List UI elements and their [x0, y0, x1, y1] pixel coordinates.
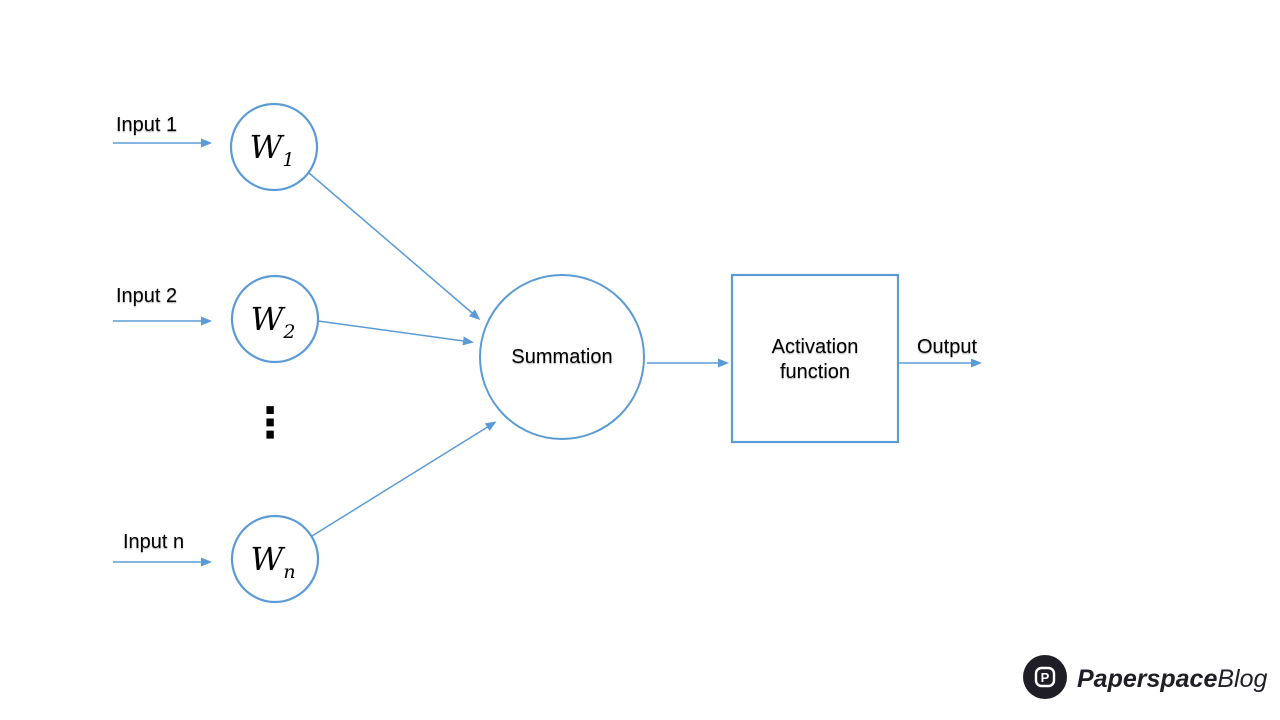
input-1-label: Input 1 [116, 114, 177, 136]
activation-label-line2: function [780, 361, 850, 383]
weight-node-w2 [230, 274, 320, 364]
weight-w1-sub: 1 [282, 149, 294, 171]
connector-w1-summation [308, 172, 481, 320]
weight-w2-base: W [251, 300, 287, 338]
weight-wn-base: W [250, 540, 286, 578]
vertical-ellipsis: ⋮ [249, 398, 291, 447]
paperspace-logo-rounded-square [1034, 666, 1056, 688]
weight-wn-sub: n [283, 561, 295, 583]
summation-circle [479, 274, 645, 440]
connector-w2-summation [317, 320, 474, 346]
output-label: Output [917, 336, 977, 358]
weight-label-w1: W1 [250, 128, 295, 171]
weight-label-wn: Wn [250, 540, 295, 583]
output-group: Output [898, 336, 982, 368]
paperspace-logo-letter: P [1041, 670, 1050, 685]
brand-name-secondary: Blog [1217, 665, 1267, 693]
input-row-2: Input 2 W2 [113, 274, 320, 364]
weight-node-wn [230, 514, 320, 604]
input-row-1: Input 1 W1 [113, 102, 319, 192]
weight-w2-sub: 2 [282, 321, 295, 343]
brand-name-primary: Paperspace [1077, 665, 1217, 693]
activation-label-line1: Activation [772, 336, 859, 358]
weight-node-w1 [229, 102, 319, 192]
summation-node: Summation [479, 274, 645, 440]
input-2-label: Input 2 [116, 285, 177, 307]
paperspace-blog-logo: P PaperspaceBlog [1023, 655, 1268, 699]
input-row-n: Input n Wn [113, 514, 320, 604]
weight-label-w2: W2 [251, 300, 296, 343]
input-n-label: Input n [123, 531, 184, 553]
connector-wn-summation [311, 421, 497, 537]
weight-w1-base: W [250, 128, 286, 166]
summation-label: Summation [511, 346, 612, 368]
activation-box [730, 273, 900, 444]
activation-node: Activation function [730, 273, 900, 444]
paperspace-logo-circle [1023, 655, 1067, 699]
paperspace-blog-wordmark: PaperspaceBlog [1077, 665, 1268, 693]
